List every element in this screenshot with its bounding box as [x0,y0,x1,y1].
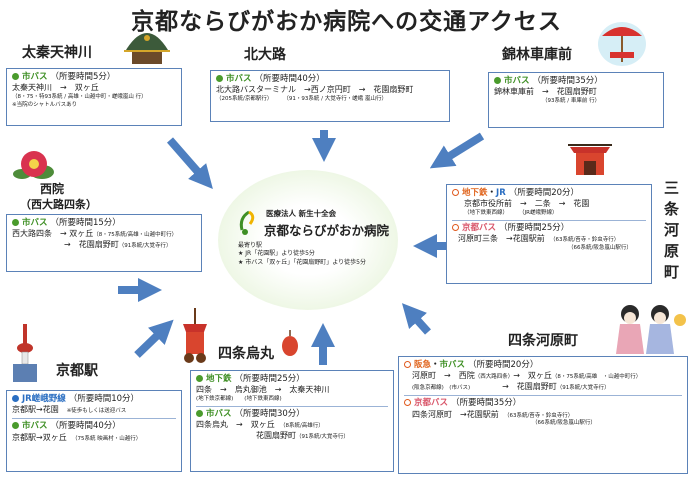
maiko-icon [616,305,686,354]
route-header: 市バス （所要時間40分） [216,74,444,85]
route-line: 太秦天神川 → 双ヶ丘 [12,83,99,93]
subway-dot-icon [196,375,203,382]
route-detail: （8・75・特93系統 / 高雄・山越中町・嵯峨嵐山 行） [12,94,147,101]
temple-icon [124,33,170,64]
hospital-logo-icon [239,210,255,235]
route-box-shijo-karasuma: 地下鉄 （所要時間25分） 四条 → 烏丸御池 → 太秦天神川 (地下鉄京都線)… [190,370,394,472]
arrow-nishikibayashi [429,132,485,169]
route-line: 京都市役所前 → 二条 → 花園 [464,199,590,209]
kyoto-tower-icon [13,324,37,382]
area-label-saiin: 西院 [40,182,65,196]
bus-dot-icon [12,73,19,80]
lantern-icon [282,330,298,356]
route-detail: （66系統/阪急嵐山駅行） [532,420,596,427]
route-box-uzumasa: 市バス （所要時間5分） 太秦天神川 → 双ヶ丘 （8・75・特93系統 / 高… [6,68,182,126]
route-header: 地下鉄 （所要時間25分） [196,374,388,385]
note-bus: ★ 市バス「双ヶ丘」「花園扇野町」より徒歩5分 [238,258,366,266]
note-jr: ★ JR「花園駅」より徒歩5分 [238,250,315,258]
train-ring-icon [404,361,411,368]
area-label-kitaoji: 北大路 [244,47,286,63]
route-detail: （66系統/阪急嵐山駅行） [568,244,632,251]
route-detail: （93系統 / 車庫前 行） [542,98,601,105]
route-header: 市バス （所要時間15分） [12,218,196,229]
route-note: ※当院のシャトルバスあり [12,101,78,108]
area-label-saiin-sub: （西大路四条） [20,198,97,211]
area-label-shijo-kawaramachi: 四条河原町 [508,333,578,349]
route-header: 市バス （所要時間35分） [494,76,658,87]
parasol-icon [598,22,646,66]
bus-ring-icon [452,223,459,231]
route-box-kyotoeki: JR嵯峨野線 （所要時間10分） 京都駅→花園 ※徒歩もしくは送迎バス 市バス … [6,390,182,472]
area-label-nishikibayashi: 錦林車庫前 [502,47,572,63]
route-line: 河原町 → 西院（西大路四条）→ 双ヶ丘（8・75系統/高雄 ・山越中町行） [412,371,642,381]
route-header: 阪急・市バス （所要時間20分） [404,360,682,371]
route-line: 四条河原町 →花園駅前 （63系統/苔寺・鈴虫寺行） [412,409,574,419]
bus-dot-icon [216,75,223,82]
route-line: 四条 → 烏丸御池 → 太秦天神川 [196,385,330,395]
bus-dot-icon [196,409,203,417]
route-header: 市バス （所要時間30分） [196,409,388,420]
route-line: 錦林車庫前 → 花園扇野町 [494,87,597,97]
area-label-kyotoeki: 京都駅 [56,363,98,379]
arrow-uzumasa [166,137,213,190]
bus-dot-icon [12,422,19,430]
route-line: 京都駅→花園 ※徒歩もしくは送迎バス [12,405,127,415]
route-line: 北大路バスターミナル →西ノ京円町 → 花園扇野町 [216,85,414,95]
route-header: 地下鉄・JR （所要時間20分） [452,188,646,199]
route-line: 河原町三条 →花園駅前 （63系統/苔寺・鈴虫寺行） [458,234,620,244]
hospital-corp-name: 医療法人 新生十全会 [266,209,337,218]
shrine-gate-icon [568,144,612,175]
route-header: 市バス （所要時間5分） [12,72,176,83]
area-label-sanjo: 三条河原町 [664,179,680,281]
area-label-uzumasa: 太秦天神川 [22,45,92,61]
route-line: 四条烏丸 → 双ヶ丘 （8系統/高雄行） [196,420,324,430]
train-ring-icon [452,189,459,196]
route-line: 京都駅→双ヶ丘 （75系統 映画村・山越行） [12,432,142,442]
bus-ring-icon [404,399,411,407]
hospital-name: 京都ならびがおか病院 [264,223,390,238]
route-line: → 花園扇野町（91系統/大覚寺行） [64,240,172,250]
area-label-shijo-karasuma: 四条烏丸 [218,346,274,362]
route-header: 京都バス （所要時間25分） [452,223,646,234]
arrow-kyotoeki [134,319,174,358]
route-detail: （205系統/京都駅行） （91・93系統 / 大覚寺行・嵯峨 嵐山行） [216,96,387,103]
route-box-nishikibayashi: 市バス （所要時間35分） 錦林車庫前 → 花園扇野町 （93系統 / 車庫前 … [488,72,664,128]
route-line: 西大路四条 → 双ヶ丘（8・75系統/高雄・山越中町行） [12,229,178,239]
route-detail: (地下鉄京都線) (地下鉄東西線) [196,396,282,403]
nearest-station-note: 最寄り駅 ★ JR「花園駅」より徒歩5分 ★ 市バス「双ヶ丘」「花園扇野町」より… [238,242,408,267]
bus-dot-icon [12,219,19,226]
route-box-saiin: 市バス （所要時間15分） 西大路四条 → 双ヶ丘（8・75系統/高雄・山越中町… [6,214,202,272]
route-box-kitaoji: 市バス （所要時間40分） 北大路バスターミナル →西ノ京円町 → 花園扇野町 … [210,70,450,122]
hospital-panel: 医療法人 新生十全会 京都ならびがおか病院 最寄り駅 ★ JR「花園駅」より徒歩… [218,170,398,310]
page-title: 京都ならびがおか病院への交通アクセス [131,8,562,35]
arrow-shijo-kawaramachi [401,303,431,335]
route-detail: （地下鉄東西線） （JR嵯峨野線） [464,210,558,217]
route-header: 市バス （所要時間40分） [12,421,176,432]
route-header: JR嵯峨野線 （所要時間10分） [12,394,176,405]
camellia-icon [13,151,54,179]
festival-float-icon [183,308,207,363]
route-line: (阪急京都線) (市バス) → 花園扇野町（91系統/大覚寺行） [412,382,610,392]
route-line: 花園扇野町（91系統/大覚寺行） [256,430,349,440]
route-box-sanjo: 地下鉄・JR （所要時間20分） 京都市役所前 → 二条 → 花園 （地下鉄東西… [446,184,652,284]
note-head: 最寄り駅 [238,242,263,249]
route-header: 京都バス （所要時間35分） [404,398,682,409]
route-box-shijo-kawaramachi: 阪急・市バス （所要時間20分） 河原町 → 西院（西大路四条）→ 双ヶ丘（8・… [398,356,688,474]
bus-dot-icon [494,77,501,84]
jr-dot-icon [12,395,19,402]
